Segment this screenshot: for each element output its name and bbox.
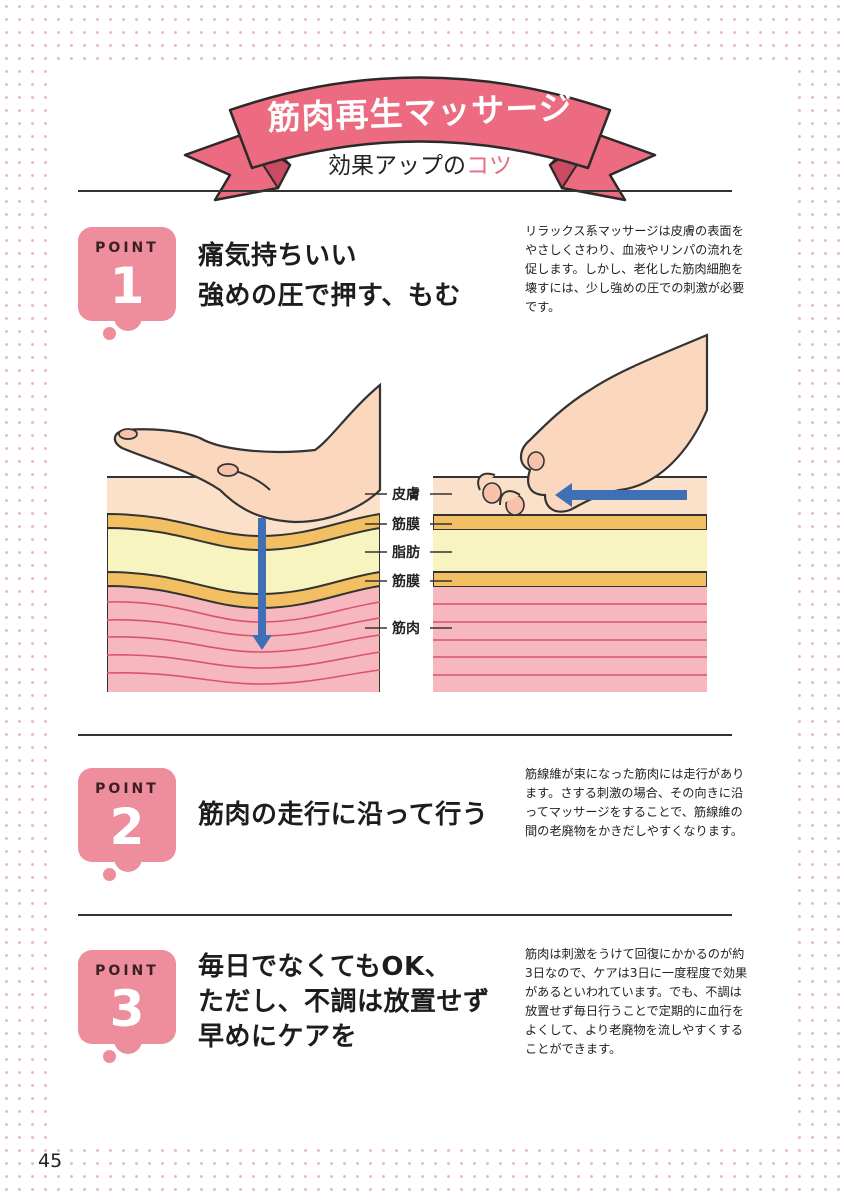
tissue-layers-stroking bbox=[433, 476, 707, 692]
point-title-2: 筋肉の走行に沿って行う bbox=[198, 795, 488, 835]
hand-stroking bbox=[519, 333, 709, 513]
point-label: POINT bbox=[95, 240, 159, 256]
divider bbox=[78, 914, 732, 916]
title-line: 痛気持ちいい bbox=[198, 241, 358, 271]
point-title-3: 毎日でなくてもOK、 ただし、不調は放置せず 早めにケアを bbox=[198, 950, 490, 1055]
point-number: 2 bbox=[109, 798, 145, 856]
page-number: 45 bbox=[38, 1150, 63, 1172]
divider bbox=[78, 734, 732, 736]
title-line: ただし、不調は放置せず bbox=[198, 987, 490, 1017]
point-label: POINT bbox=[95, 963, 159, 979]
section-subtitle: 効果アップのコツ bbox=[300, 146, 540, 180]
layer-label-fascia: 筋膜 bbox=[392, 516, 420, 533]
title-line: 筋肉の走行に沿って行う bbox=[198, 800, 489, 830]
title-line: 早めにケアを bbox=[198, 1022, 358, 1052]
point-badge-3: POINT 3 bbox=[78, 950, 176, 1068]
point-description-2: 筋線維が束になった筋肉には走行があります。さする刺激の場合、その向きに沿ってマッ… bbox=[525, 767, 745, 838]
ribbon-banner bbox=[183, 76, 657, 202]
point-description-1: リラックス系マッサージは皮膚の表面をやさしくさわり、血液やリンパの流れを促します… bbox=[525, 224, 745, 314]
point-label: POINT bbox=[95, 781, 159, 797]
point-description-3: 筋肉は刺激をうけて回復にかかるのが約3日なので、ケアは3日に一度程度で効果がある… bbox=[525, 947, 748, 1056]
massage-illustration: 皮膚 筋膜 脂肪 筋膜 筋肉 bbox=[107, 333, 709, 692]
point-badge-1: POINT 1 bbox=[78, 227, 176, 345]
divider bbox=[78, 190, 732, 192]
subtitle-accent: コツ bbox=[466, 153, 512, 179]
title-line: 強めの圧で押す、もむ bbox=[198, 281, 461, 311]
point-number: 1 bbox=[109, 257, 145, 315]
subtitle-prefix: 効果アップの bbox=[328, 153, 466, 179]
layer-label-muscle: 筋肉 bbox=[392, 620, 420, 637]
layer-label-fascia: 筋膜 bbox=[392, 573, 420, 590]
point-title-1: 痛気持ちいい 強めの圧で押す、もむ bbox=[198, 236, 461, 316]
title-line: 毎日でなくてもOK、 bbox=[198, 952, 452, 982]
point-badge-2: POINT 2 bbox=[78, 768, 176, 886]
arrow-left-icon bbox=[570, 490, 687, 500]
hand-pressing bbox=[113, 382, 382, 524]
layer-label-skin: 皮膚 bbox=[391, 486, 420, 503]
point-number: 3 bbox=[109, 980, 145, 1038]
layer-label-fat: 脂肪 bbox=[391, 544, 420, 561]
arrow-down-icon bbox=[258, 518, 266, 638]
